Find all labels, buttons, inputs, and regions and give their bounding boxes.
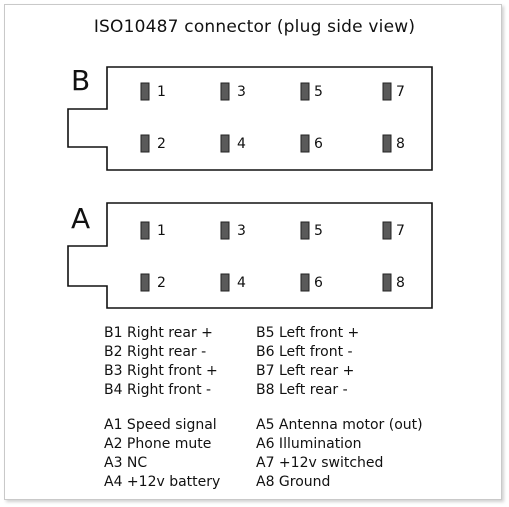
legend-entry-a8: A8 Ground [256, 474, 331, 490]
connector-b-pin-label-3: 3 [237, 84, 246, 100]
legend-entry-b4: B4 Right front - [104, 382, 212, 398]
legend-entry-a5: A5 Antenna motor (out) [256, 417, 423, 433]
diagram-title: ISO10487 connector (plug side view) [93, 17, 416, 37]
connector-a-pin-4 [220, 273, 230, 292]
legend-entry-a6: A6 Illumination [256, 436, 362, 452]
connector-b-pin-7 [382, 82, 392, 101]
connector-b-pin-label-1: 1 [157, 84, 166, 100]
connector-b-pin-8 [382, 134, 392, 153]
connector-a-pin-label-7: 7 [396, 223, 405, 239]
connector-b-pin-label-7: 7 [396, 84, 405, 100]
connector-b-pin-2 [140, 134, 150, 153]
connector-a-pin-1 [140, 221, 150, 240]
legend-b-left-column: B1 Right rear + B2 Right rear - B3 Right… [104, 324, 218, 400]
connector-b-housing [67, 66, 433, 171]
legend-entry-a1: A1 Speed signal [104, 417, 217, 433]
connector-a-pin-6 [300, 273, 310, 292]
connector-a-pin-3 [220, 221, 230, 240]
connector-a-pin-7 [382, 221, 392, 240]
legend-b-right-column: B5 Left front + B6 Left front - B7 Left … [256, 324, 359, 400]
connector-b-pin-label-8: 8 [396, 136, 405, 152]
legend-entry-b6: B6 Left front - [256, 344, 353, 360]
legend-entry-b2: B2 Right rear - [104, 344, 207, 360]
connector-a-pin-label-8: 8 [396, 275, 405, 291]
connector-a-pin-label-5: 5 [314, 223, 323, 239]
connector-b-pin-label-5: 5 [314, 84, 323, 100]
legend-entry-a3: A3 NC [104, 455, 148, 471]
legend-entry-b5: B5 Left front + [256, 325, 360, 341]
connector-b-pin-1 [140, 82, 150, 101]
connector-b-pin-6 [300, 134, 310, 153]
connector-a-housing [67, 202, 433, 309]
legend-a-left-column: A1 Speed signal A2 Phone mute A3 NC A4 +… [104, 416, 220, 492]
legend-a-right-column: A5 Antenna motor (out) A6 Illumination A… [256, 416, 423, 492]
connector-a-pin-5 [300, 221, 310, 240]
connector-b-pin-label-2: 2 [157, 136, 166, 152]
legend-entry-b8: B8 Left rear - [256, 382, 348, 398]
connector-b-pin-5 [300, 82, 310, 101]
connector-b-pin-3 [220, 82, 230, 101]
connector-b-letter: B [71, 64, 91, 97]
legend-entry-a2: A2 Phone mute [104, 436, 212, 452]
connector-b-pin-label-4: 4 [237, 136, 246, 152]
connector-a-pin-label-1: 1 [157, 223, 166, 239]
connector-b-pin-4 [220, 134, 230, 153]
diagram-frame [4, 4, 502, 500]
connector-a-pin-label-3: 3 [237, 223, 246, 239]
legend-entry-b3: B3 Right front + [104, 363, 218, 379]
connector-a-pin-label-4: 4 [237, 275, 246, 291]
connector-b-pin-label-6: 6 [314, 136, 323, 152]
connector-a-pin-label-6: 6 [314, 275, 323, 291]
connector-a-letter: A [71, 202, 91, 235]
legend-entry-b7: B7 Left rear + [256, 363, 355, 379]
connector-a-pin-label-2: 2 [157, 275, 166, 291]
connector-a-pin-2 [140, 273, 150, 292]
legend-entry-a4: A4 +12v battery [104, 474, 221, 490]
legend-entry-a7: A7 +12v switched [256, 455, 384, 471]
legend-entry-b1: B1 Right rear + [104, 325, 213, 341]
connector-a-pin-8 [382, 273, 392, 292]
